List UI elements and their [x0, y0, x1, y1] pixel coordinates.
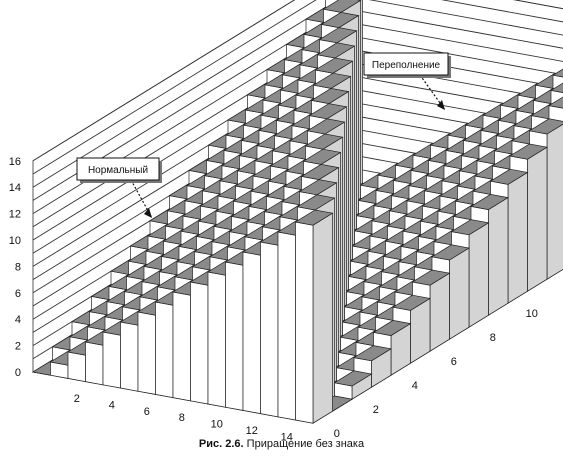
x-tick-label: 14	[281, 431, 293, 443]
callout-box	[363, 52, 449, 76]
x-tick-label: 4	[109, 399, 115, 411]
bar-top	[431, 244, 470, 261]
bar-top	[320, 12, 360, 28]
bar-top	[489, 168, 529, 185]
x-tick-label: 6	[144, 406, 150, 418]
bar-top	[509, 143, 548, 160]
bar-top	[528, 118, 563, 135]
bar-side	[429, 272, 450, 352]
bar-top	[450, 219, 490, 236]
bar-top	[300, 164, 340, 180]
bar-front	[102, 331, 121, 389]
callout-arrowhead	[437, 100, 445, 110]
bar-front	[225, 261, 244, 411]
callout-arrowhead	[144, 208, 152, 218]
bar	[333, 370, 373, 400]
z-tick-label: 2	[373, 404, 379, 416]
y-tick-label: 2	[15, 341, 21, 353]
bar-front	[277, 231, 296, 421]
bar-side	[449, 247, 470, 340]
bar-side	[468, 222, 489, 328]
bar-top	[552, 68, 563, 78]
bar-front	[172, 291, 191, 402]
bar-top	[310, 88, 350, 104]
gridline	[32, 0, 563, 175]
figure-caption: Рис. 2.6. Приращение без знака	[0, 438, 563, 450]
bar-top	[333, 370, 373, 387]
y-tick-label: 16	[9, 156, 21, 168]
bar-top	[306, 118, 346, 135]
caption-number: Рис. 2.6.	[198, 438, 244, 450]
annotations: Нормальный Переполнение	[76, 52, 451, 219]
bar-top	[322, 0, 362, 13]
bar-front	[190, 281, 209, 405]
callout-label: Переполнение	[372, 60, 441, 71]
y-tick-label: 14	[9, 182, 21, 194]
bar-top	[470, 194, 509, 210]
bar-side	[507, 171, 528, 304]
bar-side	[546, 123, 563, 280]
y-tick-label: 6	[15, 288, 21, 300]
bar-top	[353, 345, 392, 362]
bar-front	[207, 271, 226, 408]
callout-label: Нормальный	[88, 165, 148, 176]
bar-top	[294, 209, 334, 226]
x-tick-label: 12	[246, 425, 258, 437]
x-tick-label: 2	[74, 393, 80, 405]
bar-front	[242, 251, 261, 415]
x-tick-label: 8	[179, 412, 185, 424]
bar-front	[295, 221, 314, 424]
bar-top	[296, 194, 336, 211]
chart-bars	[32, 0, 563, 424]
y-tick-label: 12	[9, 209, 21, 221]
bar-top	[308, 103, 348, 120]
z-tick-label: 10	[526, 308, 538, 320]
z-tick-label: 4	[412, 380, 418, 392]
bar-top	[318, 27, 358, 44]
gridline	[32, 0, 563, 162]
x-tick-label: 10	[211, 419, 223, 431]
bar-front	[67, 351, 86, 383]
bar-front	[85, 341, 104, 386]
bar-top	[302, 148, 342, 165]
callout-box	[76, 157, 160, 181]
y-tick-label: 4	[15, 314, 21, 326]
axis-ticks: 0246810121416246810121402468101214	[9, 156, 538, 444]
caption-text: Приращение без знака	[246, 438, 365, 450]
z-tick-label: 6	[451, 356, 457, 368]
bar	[294, 209, 334, 424]
gridline	[32, 0, 563, 188]
bar-front	[155, 301, 174, 399]
bar-top	[314, 57, 354, 74]
z-tick-label: 0	[334, 428, 340, 440]
y-tick-label: 0	[15, 367, 21, 379]
bar-side	[312, 212, 333, 424]
bar-side	[488, 196, 509, 316]
z-tick-label: 8	[490, 332, 496, 344]
callout-leader	[419, 74, 446, 111]
bar-top	[312, 72, 352, 89]
bar-top	[392, 294, 431, 311]
bar-top	[372, 320, 412, 336]
bar-top	[548, 96, 563, 109]
bar-top	[298, 179, 338, 196]
bar-top	[316, 42, 356, 59]
y-tick-label: 8	[15, 261, 21, 273]
bar-top	[304, 133, 344, 150]
bar-front	[120, 321, 139, 392]
bar-top	[411, 269, 451, 286]
bar-front	[260, 241, 279, 418]
bar-side	[527, 146, 548, 292]
bar-front	[137, 311, 156, 395]
y-tick-label: 10	[9, 235, 21, 247]
